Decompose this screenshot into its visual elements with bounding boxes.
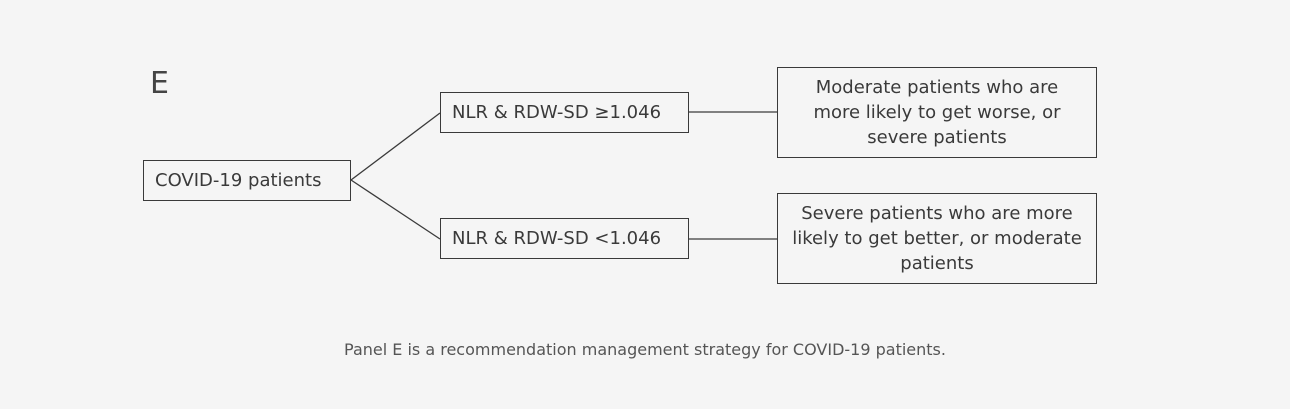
condition-low-label: NLR & RDW-SD <1.046 xyxy=(452,228,662,249)
panel-letter: E xyxy=(150,66,169,101)
root-node-label: COVID-19 patients xyxy=(155,170,322,191)
condition-high-label: NLR & RDW-SD ≥1.046 xyxy=(452,102,662,123)
outcome-high-label: Moderate patients who are more likely to… xyxy=(813,77,1061,148)
condition-node-low: NLR & RDW-SD <1.046 xyxy=(440,218,689,259)
outcome-node-high: Moderate patients who are more likely to… xyxy=(777,67,1097,158)
root-node: COVID-19 patients xyxy=(143,160,351,201)
condition-node-high: NLR & RDW-SD ≥1.046 xyxy=(440,92,689,133)
outcome-node-low: Severe patients who are more likely to g… xyxy=(777,193,1097,284)
connector-root-to-low xyxy=(350,179,441,240)
figure-caption: Panel E is a recommendation management s… xyxy=(344,340,946,359)
connector-root-to-high xyxy=(350,112,441,181)
outcome-low-label: Severe patients who are more likely to g… xyxy=(792,203,1082,274)
